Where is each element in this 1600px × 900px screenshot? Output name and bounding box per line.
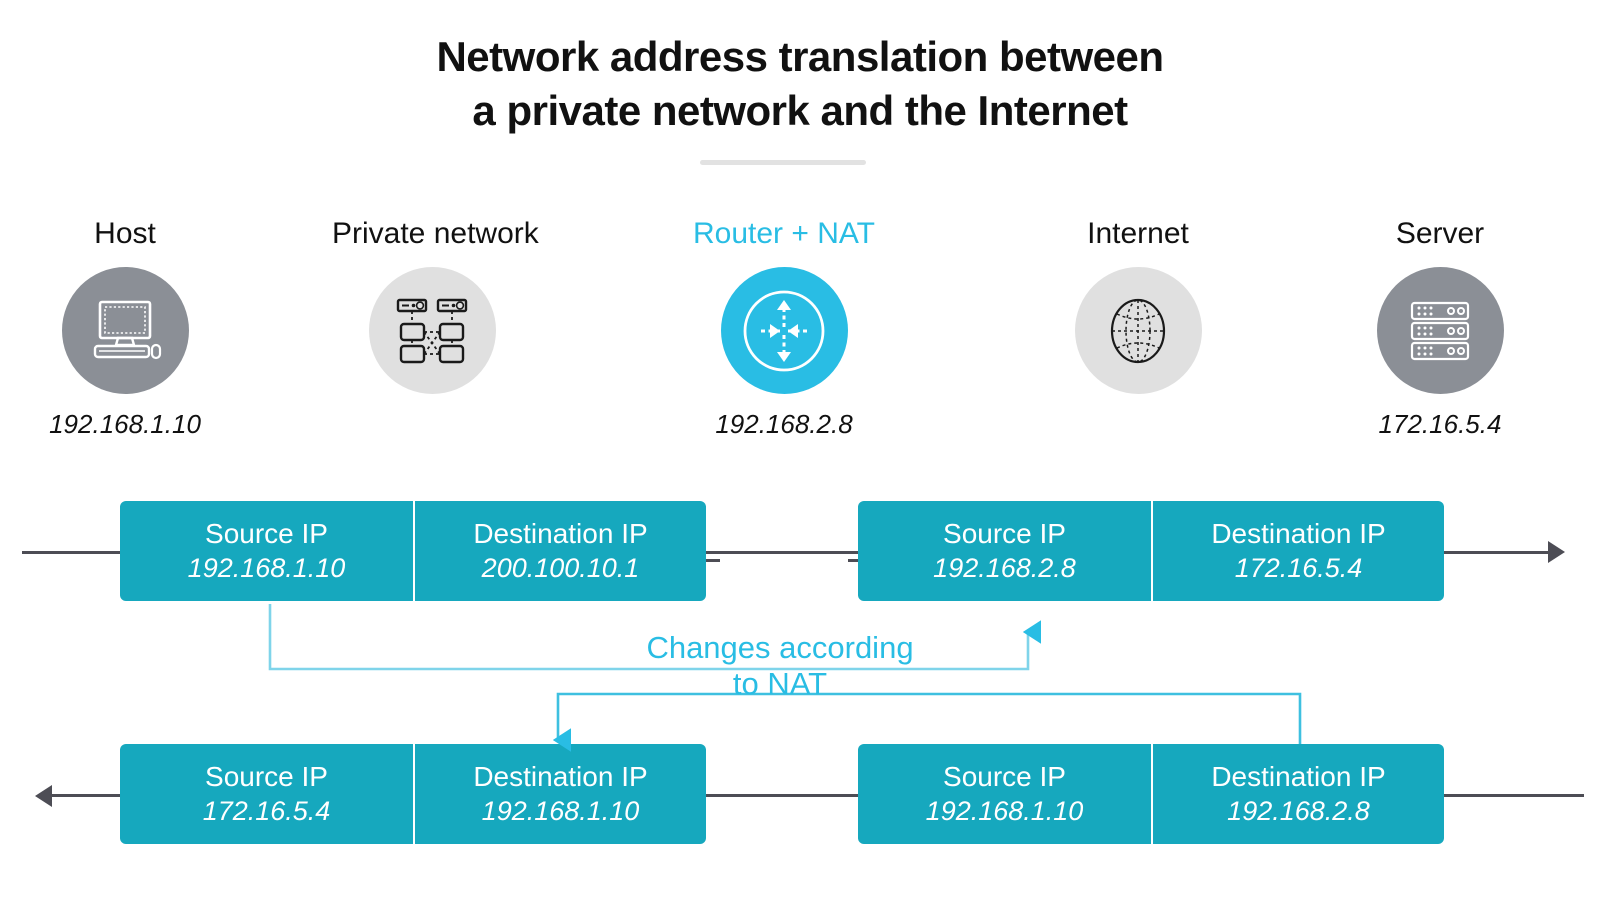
packet-destination-label: Destination IP: [1211, 518, 1386, 549]
packet-destination-value: 192.168.2.8: [1227, 796, 1370, 826]
node-private-network-label: Private network: [332, 217, 539, 250]
nat-change-note: Changes according to NAT: [560, 630, 1000, 702]
packet-destination-label: Destination IP: [473, 518, 648, 549]
inbound-flow-arrow-left: [35, 785, 52, 807]
inbound-flow-line-left: [48, 794, 120, 797]
packet-source-label: Source IP: [205, 518, 328, 549]
node-internet-label: Internet: [1087, 217, 1189, 250]
node-private-network[interactable]: Private network: [332, 215, 539, 408]
node-router-nat[interactable]: Router + NAT 192.168.2.8: [684, 215, 884, 440]
node-internet[interactable]: Internet: [1038, 215, 1238, 408]
outbound-flow-line-middle: [706, 551, 858, 554]
outbound-flow-line-left: [22, 551, 120, 554]
globe-icon: [1110, 298, 1166, 363]
packet-source-cell: Source IP 192.168.2.8: [858, 501, 1151, 601]
title-line-1: Network address translation between: [436, 33, 1164, 80]
node-router-nat-circle: [720, 267, 848, 394]
title-line-2: a private network and the Internet: [472, 87, 1128, 134]
packet-destination-cell: Destination IP 172.16.5.4: [1151, 501, 1444, 601]
packet-destination-cell: Destination IP 192.168.2.8: [1151, 744, 1444, 844]
packet-inbound-before-nat[interactable]: Source IP 192.168.1.10 Destination IP 19…: [858, 744, 1444, 844]
nat-change-note-line-2: to NAT: [732, 666, 828, 701]
node-host-circle: [61, 267, 189, 394]
node-server-circle: [1376, 267, 1504, 394]
desktop-computer-icon: [93, 300, 162, 359]
packet-source-value: 192.168.2.8: [933, 553, 1076, 583]
packet-outbound-after-nat[interactable]: Source IP 192.168.2.8 Destination IP 172…: [858, 501, 1444, 601]
network-topology-icon: [396, 298, 468, 363]
packet-destination-value: 200.100.10.1: [481, 553, 640, 583]
packet-source-cell: Source IP 192.168.1.10: [120, 501, 413, 601]
packet-source-label: Source IP: [205, 761, 328, 792]
packet-destination-value: 192.168.1.10: [481, 796, 640, 826]
outbound-flow-line-right: [1444, 551, 1552, 554]
packet-source-value: 172.16.5.4: [202, 796, 331, 826]
node-host[interactable]: Host 192.168.1.10: [25, 215, 225, 440]
node-host-ip: 192.168.1.10: [49, 409, 201, 439]
packet-source-label: Source IP: [943, 518, 1066, 549]
packet-destination-value: 172.16.5.4: [1234, 553, 1363, 583]
packet-destination-label: Destination IP: [1211, 761, 1386, 792]
server-rack-icon: [1410, 301, 1470, 360]
packet-source-value: 192.168.1.10: [925, 796, 1084, 826]
packet-source-value: 192.168.1.10: [187, 553, 346, 583]
packet-source-label: Source IP: [943, 761, 1066, 792]
packet-source-cell: Source IP 192.168.1.10: [858, 744, 1151, 844]
inbound-flow-line-middle: [706, 794, 858, 797]
router-arrows-icon: [743, 290, 825, 371]
packet-source-cell: Source IP 172.16.5.4: [120, 744, 413, 844]
outbound-flow-arrow-right: [1548, 541, 1565, 563]
packet-destination-cell: Destination IP 200.100.10.1: [413, 501, 706, 601]
node-internet-circle: [1074, 267, 1202, 394]
node-server[interactable]: Server: [1340, 215, 1540, 440]
node-host-label: Host: [94, 217, 156, 250]
nat-change-note-line-1: Changes according: [646, 630, 914, 665]
node-private-network-circle: [368, 267, 496, 394]
page-title: Network address translation between a pr…: [0, 30, 1600, 138]
packet-destination-label: Destination IP: [473, 761, 648, 792]
node-server-ip: 172.16.5.4: [1378, 409, 1502, 439]
packet-destination-cell: Destination IP 192.168.1.10: [413, 744, 706, 844]
network-topology-row: Host 192.168.1.10 Private network: [0, 215, 1600, 562]
node-router-nat-label: Router + NAT: [692, 217, 875, 250]
title-divider: [700, 160, 866, 165]
node-router-nat-ip: 192.168.2.8: [715, 409, 853, 439]
inbound-flow-line-right: [1444, 794, 1584, 797]
packet-outbound-before-nat[interactable]: Source IP 192.168.1.10 Destination IP 20…: [120, 501, 706, 601]
node-server-label: Server: [1395, 217, 1485, 250]
packet-inbound-after-nat[interactable]: Source IP 172.16.5.4 Destination IP 192.…: [120, 744, 706, 844]
